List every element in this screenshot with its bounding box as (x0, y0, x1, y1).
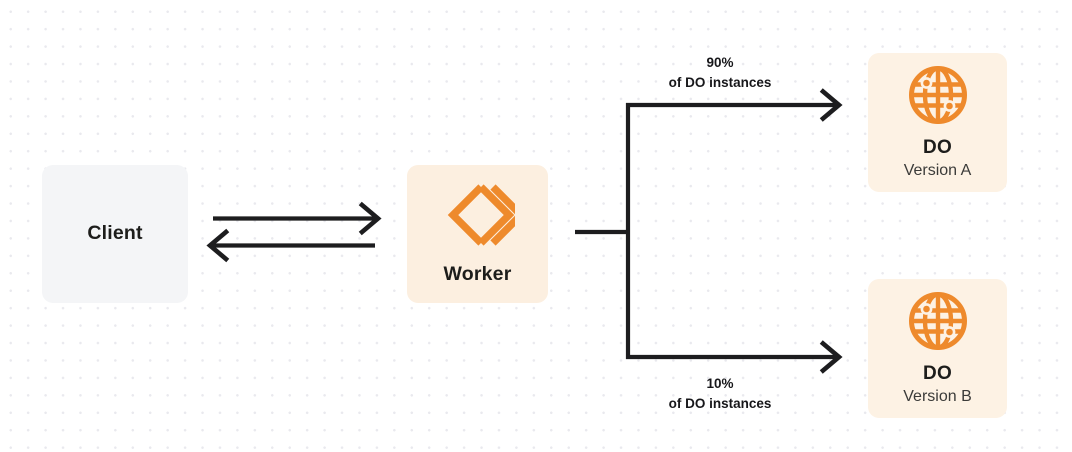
edge-label-do-b: 10% of DO instances (600, 374, 840, 413)
node-do-version-a[interactable]: DO Version A (868, 53, 1007, 192)
edge-client-to-worker (213, 201, 382, 236)
edge-label-do-b-percent: 10% (706, 376, 734, 391)
node-do-version-b[interactable]: DO Version B (868, 279, 1007, 418)
node-do-version-b-label: DO (923, 363, 952, 385)
node-worker[interactable]: Worker (407, 165, 548, 303)
edge-worker-to-client (206, 228, 375, 263)
edge-label-do-a-description: of DO instances (668, 74, 772, 90)
edge-worker-to-do-a (626, 88, 843, 122)
node-worker-label: Worker (443, 263, 512, 286)
edge-worker-to-do-b (626, 340, 843, 374)
node-do-version-b-sublabel: Version B (903, 388, 972, 406)
globe-icon (907, 64, 969, 126)
globe-icon (907, 290, 969, 352)
node-do-version-a-label: DO (923, 137, 952, 159)
node-client-label: Client (87, 222, 143, 245)
edge-label-do-a: 90% of DO instances (600, 53, 840, 92)
node-do-version-a-sublabel: Version A (903, 162, 972, 180)
edge-label-do-a-percent: 90% (706, 55, 734, 70)
cloudflare-workers-icon (441, 182, 515, 248)
edge-label-do-b-description: of DO instances (668, 395, 772, 411)
node-client[interactable]: Client (42, 165, 188, 303)
edge-worker-branch-trunk (575, 103, 631, 359)
